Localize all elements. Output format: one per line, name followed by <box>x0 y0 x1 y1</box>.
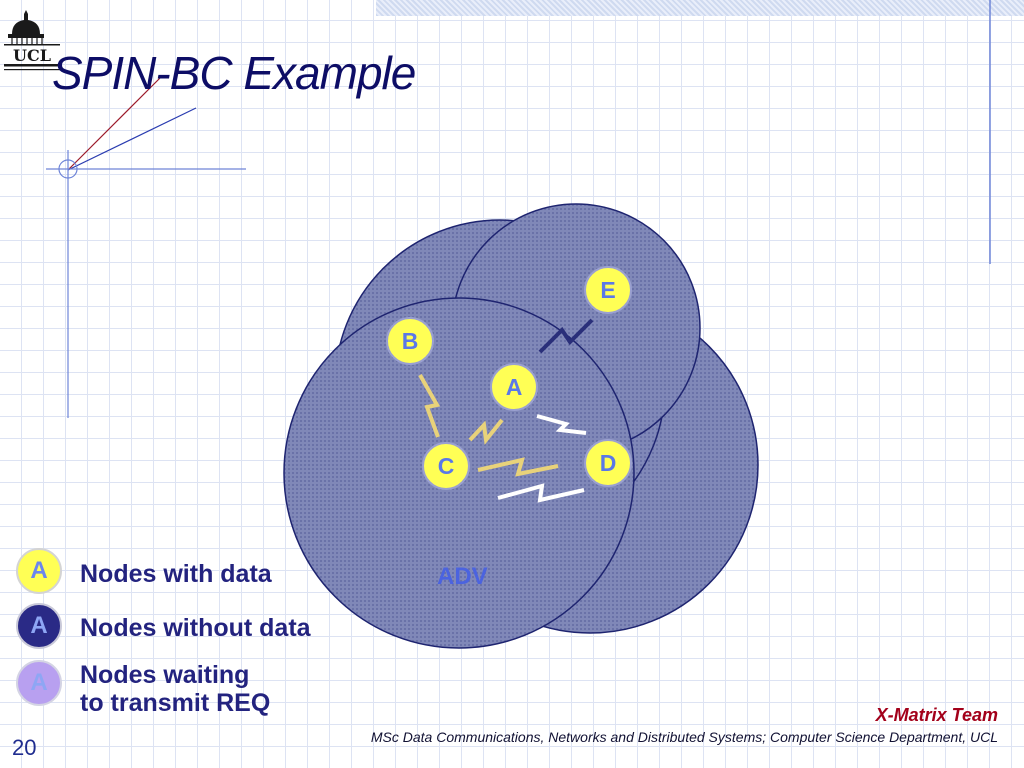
legend-label-waiting-line1: Nodes waiting <box>80 661 250 689</box>
adv-signal-a <box>536 414 587 435</box>
legend-badge-without-data: A <box>16 603 62 649</box>
node-b-label: B <box>402 328 419 354</box>
node-c <box>422 442 470 490</box>
link-a-e <box>538 318 594 354</box>
node-d-label: D <box>600 450 617 476</box>
coverage-regions <box>283 203 759 649</box>
link-c-a <box>468 418 504 445</box>
node-c-label: C <box>438 453 455 479</box>
slide-title: SPIN-BC Example <box>52 47 416 99</box>
node-b <box>386 317 434 365</box>
legend-badge-with-data: A <box>16 548 62 594</box>
title-decoration <box>46 0 991 418</box>
legend-label-with-data: Nodes with data <box>80 560 272 588</box>
course-footer: MSc Data Communications, Networks and Di… <box>370 729 998 745</box>
legend-badge-waiting-req: A <box>16 660 62 706</box>
legend-label-without-data: Nodes without data <box>80 614 311 642</box>
network-nodes: E B A C D <box>386 266 632 490</box>
node-d <box>584 439 632 487</box>
adv-signal-c <box>497 483 585 503</box>
node-e <box>584 266 632 314</box>
ucl-logo-text: UCL <box>13 46 51 65</box>
node-a <box>490 363 538 411</box>
header-decorative-band <box>376 0 1024 16</box>
node-e-label: E <box>600 277 615 303</box>
radio-links <box>418 318 594 503</box>
ucl-logo: UCL <box>4 10 60 71</box>
legend-label-waiting-line2: to transmit REQ <box>80 689 271 717</box>
team-name: X-Matrix Team <box>875 705 998 725</box>
node-a-label: A <box>506 374 523 400</box>
link-c-d <box>477 457 559 477</box>
legend-label-waiting-req: Nodes waiting to transmit REQ <box>80 661 270 717</box>
link-b-c <box>418 374 441 438</box>
slide-number: 20 <box>12 735 37 760</box>
adv-message-label: ADV <box>437 563 488 590</box>
